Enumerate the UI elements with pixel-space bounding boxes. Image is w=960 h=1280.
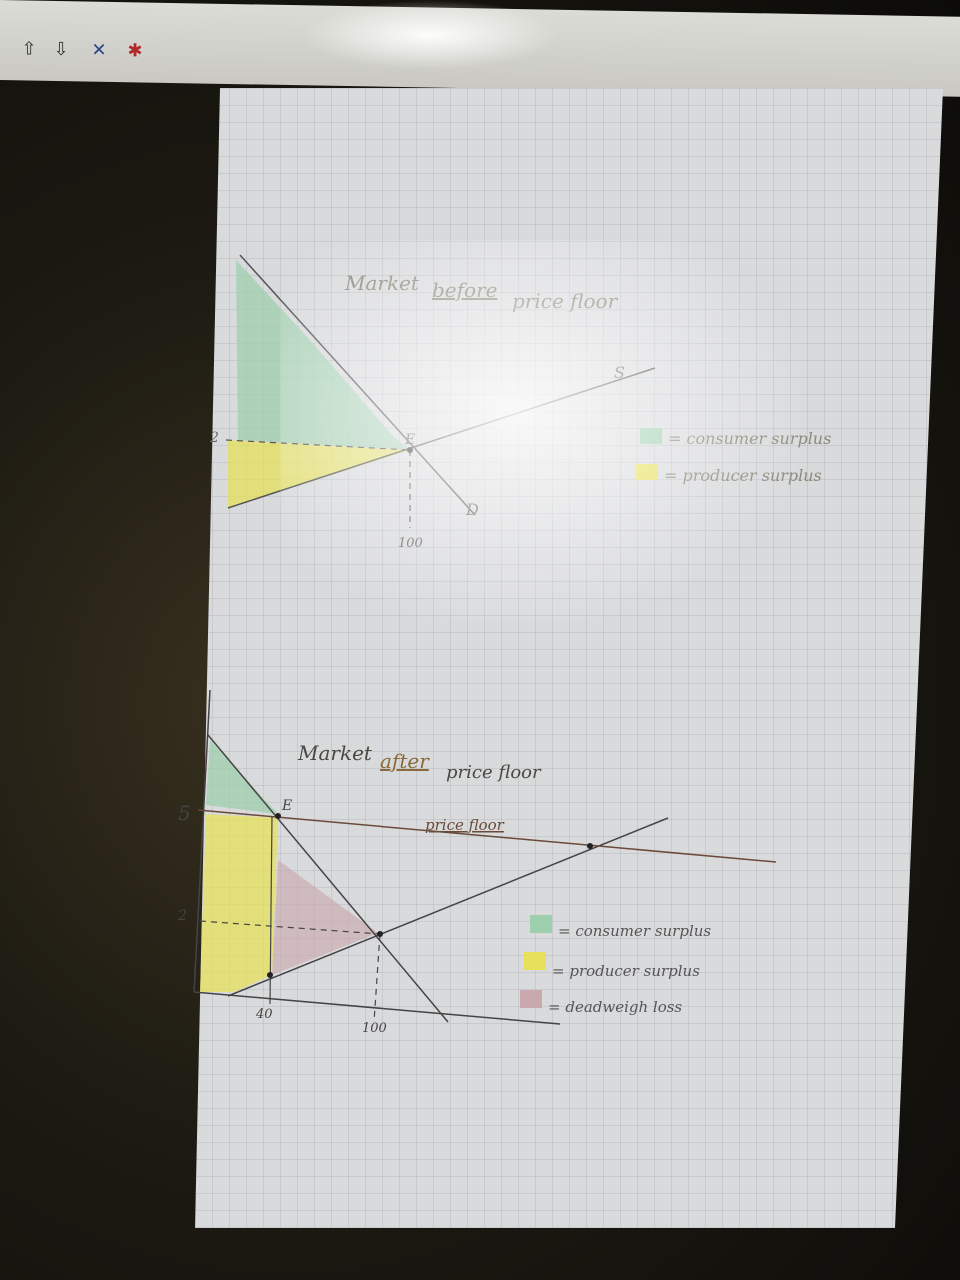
bottom-x-axis bbox=[193, 991, 561, 1025]
bottom-y-axis bbox=[193, 689, 211, 993]
top-price-tick: 2 bbox=[209, 430, 219, 446]
bottom-quantity-dashed-line bbox=[373, 933, 381, 1023]
bottom-legend-swatch-producer bbox=[524, 952, 546, 970]
price-floor-line bbox=[197, 809, 777, 863]
top-title-1: Market bbox=[344, 271, 420, 295]
bottom-price-tick-low: 2 bbox=[177, 908, 187, 924]
bottom-title-1: Market bbox=[297, 741, 373, 765]
bottom-deadweight-loss-area bbox=[272, 860, 378, 975]
bottom-chart: Market after price floor price floor E 5… bbox=[177, 689, 777, 1036]
top-legend-swatch-producer bbox=[636, 464, 658, 480]
light-glare bbox=[300, 0, 560, 70]
bottom-title-2: after bbox=[380, 749, 430, 773]
bottom-title-3: price floor bbox=[446, 762, 542, 783]
bottom-price-dashed-line bbox=[199, 920, 381, 935]
top-consumer-surplus-area bbox=[236, 260, 410, 450]
top-legend-swatch-consumer bbox=[640, 428, 662, 444]
top-equilibrium-label: E bbox=[404, 432, 415, 448]
bottom-price-tick-high: 5 bbox=[178, 801, 191, 825]
bottom-legend-consumer: = consumer surplus bbox=[558, 922, 711, 940]
bottom-legend-deadweight: = deadweigh loss bbox=[548, 998, 682, 1016]
bottom-equilibrium-label: E bbox=[281, 798, 292, 814]
price-floor-label: price floor bbox=[425, 816, 505, 834]
top-quantity-tick: 100 bbox=[398, 536, 423, 551]
top-title-3: price floor bbox=[512, 289, 619, 313]
top-title-2: before bbox=[432, 278, 497, 302]
top-demand-label: D bbox=[465, 500, 479, 519]
top-supply-label: S bbox=[614, 363, 625, 382]
bottom-legend-producer: = producer surplus bbox=[552, 962, 700, 980]
bottom-producer-surplus-area bbox=[200, 814, 278, 992]
bottom-old-equilibrium-point bbox=[377, 931, 383, 937]
bottom-equilibrium-point bbox=[275, 813, 281, 819]
bottom-legend-swatch-deadweight bbox=[520, 990, 542, 1008]
top-legend-consumer: = consumer surplus bbox=[668, 429, 831, 448]
bottom-demand-line bbox=[207, 734, 449, 1023]
top-producer-surplus-area bbox=[228, 440, 410, 508]
bottom-supply-line bbox=[227, 817, 669, 997]
top-chart: Market before price floor S D E 2 100 = … bbox=[209, 254, 831, 551]
bottom-legend-swatch-consumer bbox=[530, 915, 552, 933]
bottom-consumer-surplus-area bbox=[206, 740, 278, 814]
bottom-quantity-tick-low: 40 bbox=[255, 1007, 273, 1022]
top-legend-producer: = producer surplus bbox=[664, 466, 822, 485]
bottom-floor-supply-intersection bbox=[587, 843, 593, 849]
bottom-quantity-tick-high: 100 bbox=[362, 1021, 387, 1036]
bottom-floor-supply-point bbox=[267, 972, 273, 978]
